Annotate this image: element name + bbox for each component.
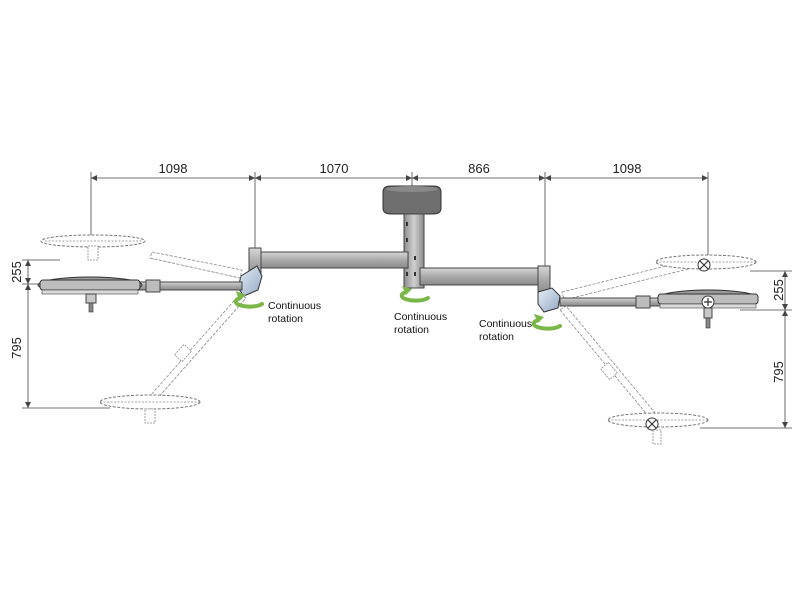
top-dimensions: 1098 1070 866 1098 bbox=[90, 161, 709, 268]
rotation-label-left-line2: rotation bbox=[268, 313, 303, 325]
left-joint bbox=[237, 247, 263, 297]
right-upper-ghost-light bbox=[561, 254, 757, 301]
rotation-arrow-icon bbox=[531, 318, 562, 331]
rotation-label-left-line1: Continuous bbox=[268, 300, 321, 312]
rotation-label-right-line1: Continuous bbox=[479, 318, 532, 330]
right-lightheads bbox=[559, 254, 759, 445]
dim-left-795: 795 bbox=[9, 337, 24, 359]
rotation-label-center-line2: rotation bbox=[394, 324, 429, 336]
right-lower-ghost-light bbox=[559, 305, 709, 445]
rotation-arrow-icon bbox=[233, 296, 264, 309]
dim-label-3: 866 bbox=[468, 161, 490, 176]
left-main-light bbox=[37, 276, 243, 313]
dim-left-255: 255 bbox=[9, 261, 24, 283]
dim-label-1: 1098 bbox=[159, 161, 188, 176]
left-dimensions: 255 795 bbox=[9, 259, 110, 409]
left-lower-ghost-light bbox=[99, 293, 247, 424]
left-lightheads bbox=[37, 234, 247, 424]
ceiling-mount bbox=[382, 185, 442, 289]
dim-right-255: 255 bbox=[771, 279, 786, 301]
rotation-label-right-line2: rotation bbox=[479, 331, 514, 343]
rotation-arrow-icon bbox=[399, 290, 430, 303]
right-joint bbox=[537, 265, 561, 313]
right-main-light bbox=[559, 289, 759, 329]
rotation-left: Continuous rotation bbox=[233, 291, 321, 325]
rotation-center: Continuous rotation bbox=[394, 286, 447, 336]
main-arms bbox=[257, 251, 545, 286]
rotation-label-center-line1: Continuous bbox=[394, 311, 447, 323]
rotation-right: Continuous rotation bbox=[479, 314, 562, 343]
dim-right-795: 795 bbox=[771, 361, 786, 383]
dim-label-2: 1070 bbox=[320, 161, 349, 176]
right-dimensions: 255 795 bbox=[700, 270, 792, 429]
dim-label-4: 1098 bbox=[613, 161, 642, 176]
left-upper-ghost-light bbox=[40, 234, 243, 279]
